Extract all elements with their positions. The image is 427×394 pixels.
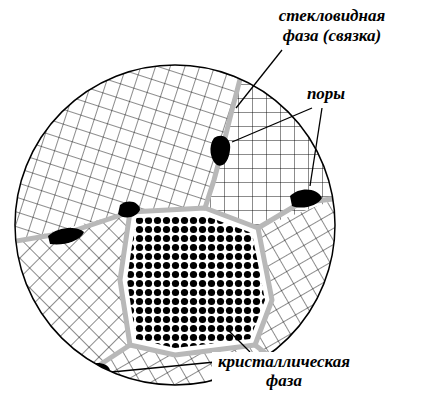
crystal-grain <box>0 0 245 240</box>
phase-label: стекловидная фаза (связка) <box>262 6 402 45</box>
crystal-grain <box>205 0 427 228</box>
crystal-grain-dotted <box>120 208 272 355</box>
section-outline <box>15 65 335 385</box>
crystal-grain <box>80 200 427 394</box>
phase-label: поры <box>296 84 356 104</box>
glassy-phase <box>10 60 340 385</box>
phase-label: кристаллическая фаза <box>212 352 356 391</box>
leader-line <box>112 50 322 372</box>
crystal-grain-dotted <box>127 215 265 348</box>
